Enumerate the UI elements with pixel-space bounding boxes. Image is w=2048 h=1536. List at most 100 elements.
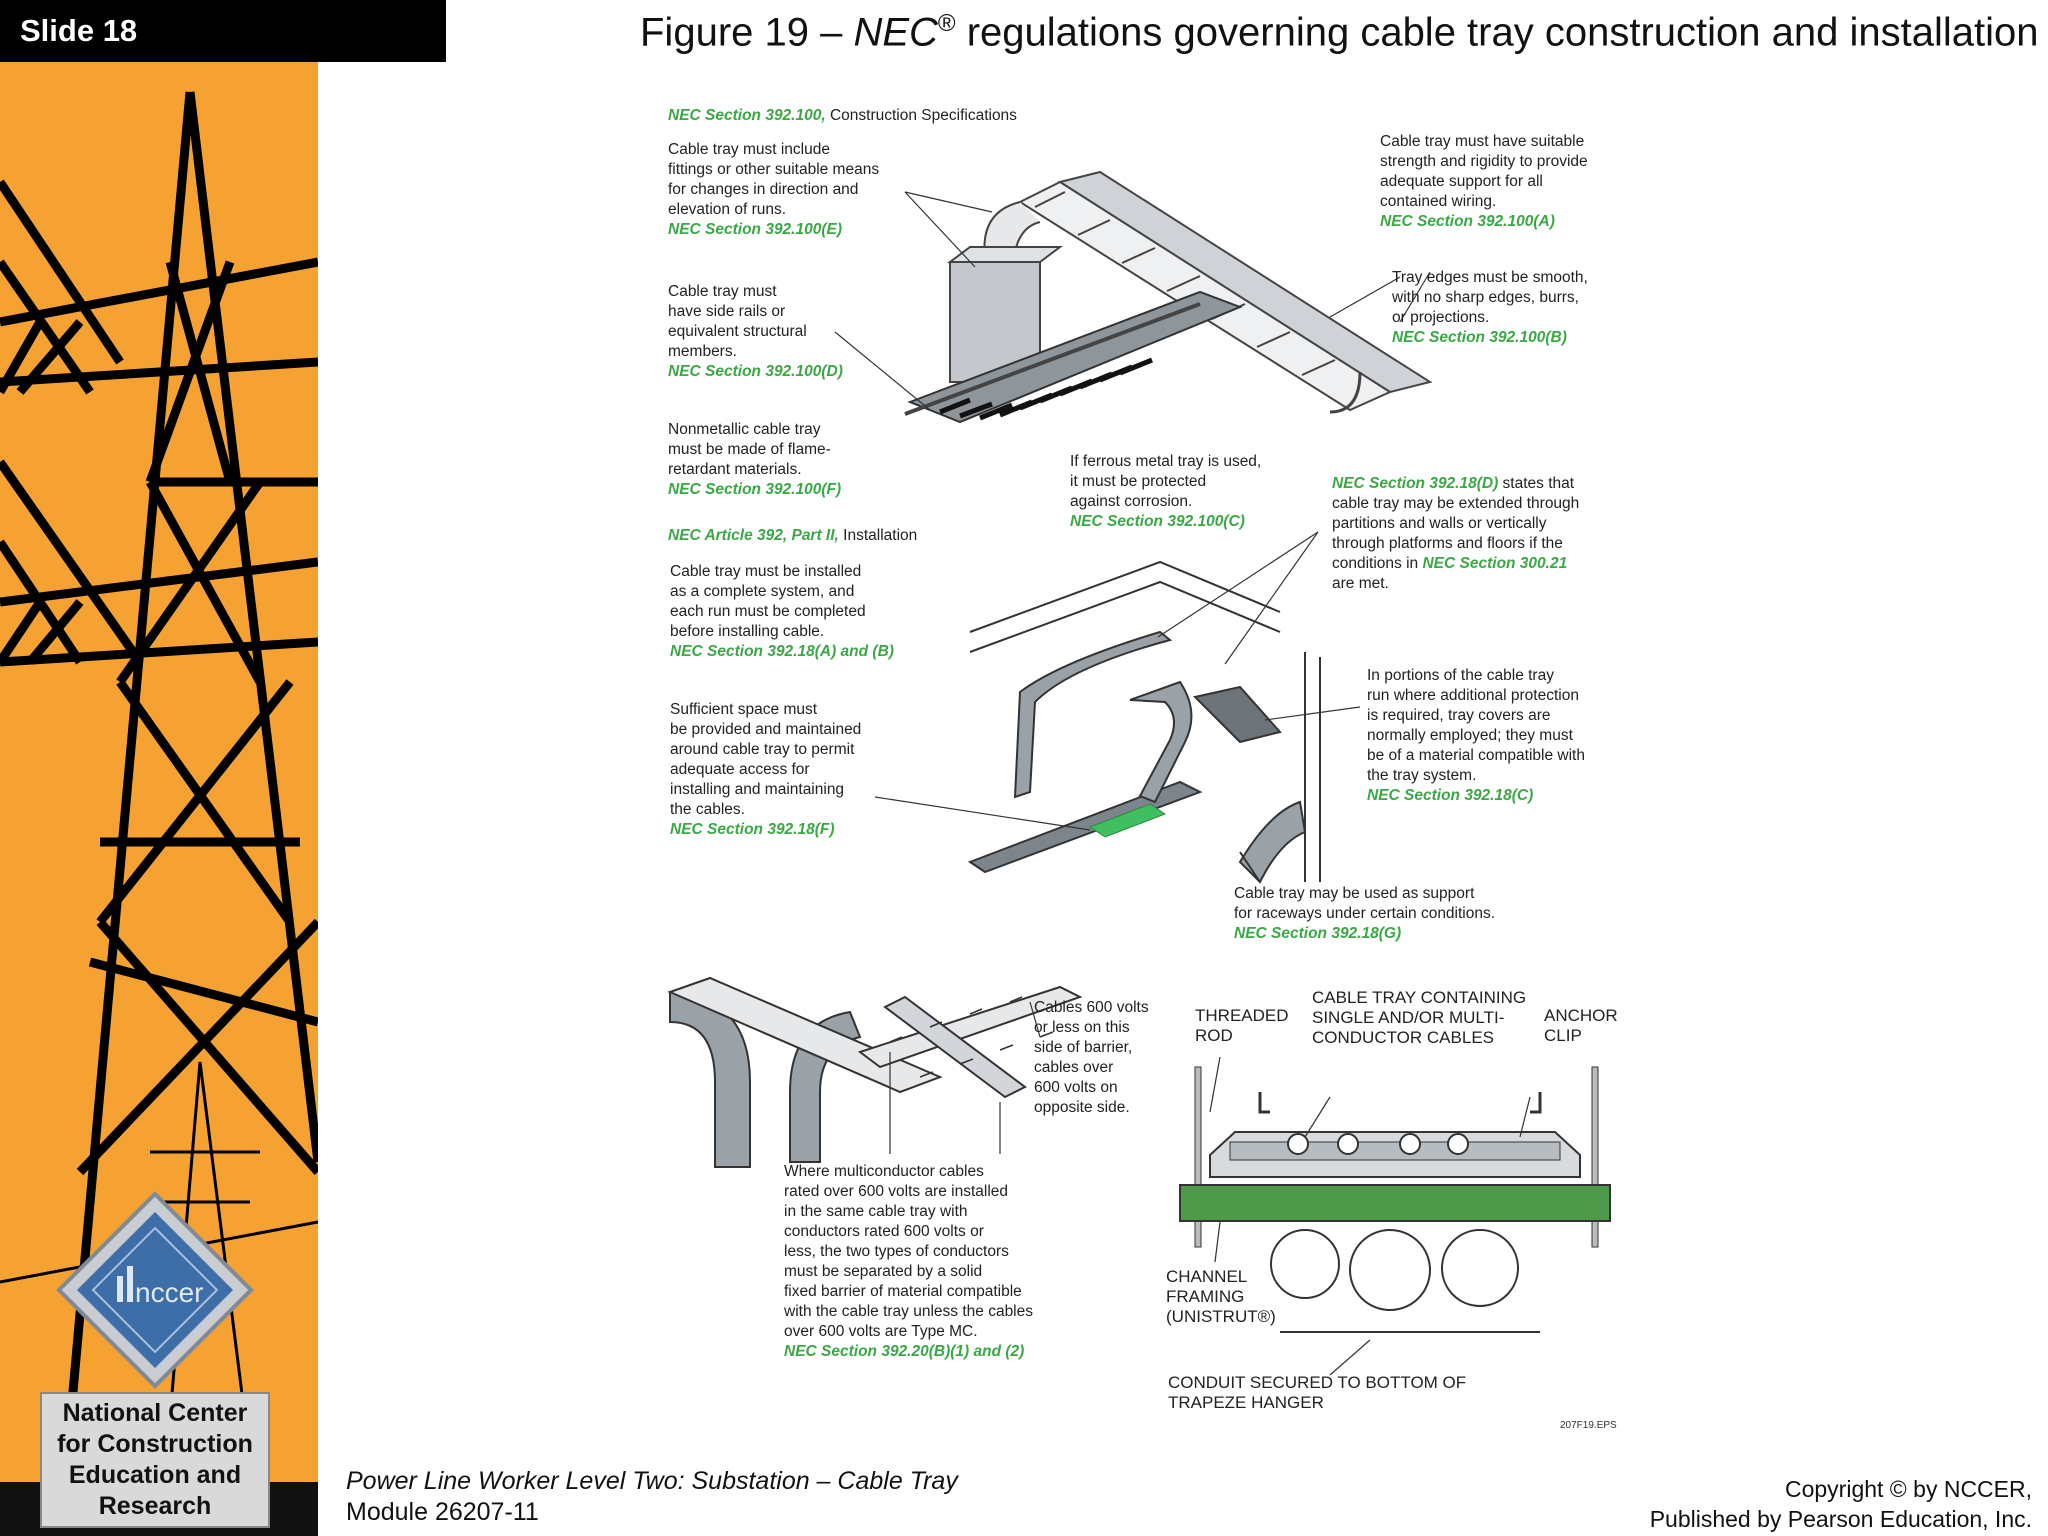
svg-text:is required, tray covers are: is required, tray covers are (1367, 707, 1551, 724)
svg-text:NEC Section 392.20(B)(1) and (: NEC Section 392.20(B)(1) and (2) (784, 1343, 1024, 1360)
svg-text:Cable tray may be used as supp: Cable tray may be used as support (1234, 885, 1475, 902)
svg-text:CABLE TRAY CONTAINING: CABLE TRAY CONTAINING (1312, 988, 1526, 1007)
svg-text:must be separated by a solid: must be separated by a solid (784, 1263, 982, 1280)
note-fittings: Cable tray must include fittings or othe… (668, 141, 879, 238)
footer-copyright: Copyright © by NCCER, Published by Pears… (1650, 1474, 2032, 1534)
svg-text:over 600 volts are Type MC.: over 600 volts are Type MC. (784, 1323, 978, 1340)
label-threaded-rod: THREADED ROD (1195, 1006, 1289, 1045)
svg-text:through platforms and floors i: through platforms and floors if the (1332, 535, 1563, 552)
slide-number: Slide 18 (0, 0, 446, 62)
section-construction: NEC Section 392.100, Construction Specif… (668, 107, 1017, 124)
barrier-tray-illustration (667, 976, 1083, 1168)
svg-text:the cables.: the cables. (670, 801, 745, 818)
nccer-logo-text: nccer (135, 1277, 203, 1308)
svg-text:adequate support for all: adequate support for all (1380, 173, 1543, 190)
label-channel-framing: CHANNEL FRAMING (UNISTRUT®) (1166, 1267, 1276, 1326)
svg-text:with the cable tray unless the: with the cable tray unless the cables (783, 1303, 1033, 1320)
svg-text:or projections.: or projections. (1392, 309, 1489, 326)
svg-text:NEC Section 392.100(D): NEC Section 392.100(D) (668, 363, 843, 380)
svg-text:If ferrous metal tray is used,: If ferrous metal tray is used, (1070, 453, 1261, 470)
svg-text:partitions and walls or vertic: partitions and walls or vertically (1332, 515, 1547, 532)
svg-text:NEC Section 392.100(A): NEC Section 392.100(A) (1380, 213, 1555, 230)
note-raceway: Cable tray may be used as support for ra… (1234, 885, 1495, 942)
svg-text:NEC Section 392.18(F): NEC Section 392.18(F) (670, 821, 835, 838)
svg-text:conditions in NEC Section 300.: conditions in NEC Section 300.21 (1332, 555, 1567, 572)
svg-text:fixed barrier of material comp: fixed barrier of material compatible (784, 1283, 1022, 1300)
svg-text:rated over 600 volts are insta: rated over 600 volts are installed (784, 1183, 1008, 1200)
note-ferrous: If ferrous metal tray is used, it must b… (1070, 453, 1261, 530)
label-anchor-clip: ANCHOR CLIP (1544, 1006, 1618, 1045)
svg-text:NEC Section 392.18(G): NEC Section 392.18(G) (1234, 925, 1401, 942)
svg-text:elevation of runs.: elevation of runs. (668, 201, 786, 218)
note-space: Sufficient space must be provided and ma… (670, 701, 861, 838)
svg-text:Cable tray must have suitable: Cable tray must have suitable (1380, 133, 1584, 150)
svg-text:In portions of the cable tray: In portions of the cable tray (1367, 667, 1554, 684)
svg-text:side of barrier,: side of barrier, (1034, 1039, 1132, 1056)
footer-module: Module 26207-11 (346, 1498, 539, 1526)
svg-text:equivalent structural: equivalent structural (668, 323, 807, 340)
footer-course: Power Line Worker Level Two: Substation … (346, 1467, 958, 1495)
svg-text:adequate access for: adequate access for (670, 761, 810, 778)
svg-text:as a complete system, and: as a complete system, and (670, 583, 854, 600)
svg-text:Cable tray must include: Cable tray must include (668, 141, 830, 158)
svg-text:TRAPEZE HANGER: TRAPEZE HANGER (1168, 1393, 1324, 1412)
figure-nec-cable-tray: NEC Section 392.100, Construction Specif… (667, 107, 1618, 1431)
svg-text:Nonmetallic cable tray: Nonmetallic cable tray (668, 421, 821, 438)
svg-text:CLIP: CLIP (1544, 1026, 1582, 1045)
svg-text:Cables 600 volts: Cables 600 volts (1034, 999, 1149, 1016)
svg-text:Tray edges must be smooth,: Tray edges must be smooth, (1392, 269, 1588, 286)
slide-title: Figure 19 – NEC® regulations governing c… (640, 10, 2040, 55)
title-prefix: Figure 19 – (640, 10, 854, 55)
footer-course-info: Power Line Worker Level Two: Substation … (346, 1466, 958, 1528)
label-conduit: CONDUIT SECURED TO BOTTOM OF TRAPEZE HAN… (1168, 1373, 1466, 1412)
svg-text:THREADED: THREADED (1195, 1006, 1289, 1025)
sidebar: nccer National Center for Construction E… (0, 0, 318, 1536)
svg-text:be of a material compatible wi: be of a material compatible with (1367, 747, 1585, 764)
svg-text:before installing cable.: before installing cable. (670, 623, 824, 640)
svg-text:Where multiconductor cables: Where multiconductor cables (784, 1163, 984, 1180)
svg-text:opposite side.: opposite side. (1034, 1099, 1130, 1116)
svg-text:be provided and maintained: be provided and maintained (670, 721, 861, 738)
title-registered-mark: ® (937, 10, 956, 37)
svg-text:installing and maintaining: installing and maintaining (670, 781, 844, 798)
svg-text:Sufficient space must: Sufficient space must (670, 701, 818, 718)
note-strength: Cable tray must have suitable strength a… (1380, 133, 1588, 230)
tray-construction-illustration (834, 170, 1433, 424)
figure-file-code: 207F19.EPS (1560, 1420, 1617, 1431)
svg-text:fittings or other suitable mea: fittings or other suitable means (668, 161, 879, 178)
note-barrier-volts: Cables 600 volts or less on this side of… (1034, 999, 1149, 1116)
svg-text:NEC Section 392.100(B): NEC Section 392.100(B) (1392, 329, 1567, 346)
svg-text:are met.: are met. (1332, 575, 1389, 592)
svg-text:Cable tray must be installed: Cable tray must be installed (670, 563, 861, 580)
svg-text:(UNISTRUT®): (UNISTRUT®) (1166, 1307, 1276, 1326)
org-line: Research (98, 1492, 212, 1520)
svg-text:in the same cable tray with: in the same cable tray with (784, 1203, 968, 1220)
svg-text:normally employed; they must: normally employed; they must (1367, 727, 1574, 744)
title-nec: NEC (853, 10, 938, 55)
svg-text:with no sharp edges, burrs,: with no sharp edges, burrs, (1391, 289, 1579, 306)
svg-text:NEC Section 392.100(C): NEC Section 392.100(C) (1070, 513, 1245, 530)
svg-text:contained wiring.: contained wiring. (1380, 193, 1496, 210)
svg-text:600 volts on: 600 volts on (1034, 1079, 1118, 1096)
svg-text:CONDUIT SECURED TO BOTTOM OF: CONDUIT SECURED TO BOTTOM OF (1168, 1373, 1466, 1392)
svg-text:members.: members. (668, 343, 737, 360)
svg-text:cables over: cables over (1034, 1059, 1113, 1076)
svg-text:Cable tray must: Cable tray must (668, 283, 777, 300)
org-line: National Center (62, 1399, 248, 1427)
org-line: Education and (68, 1461, 242, 1489)
copyright-line: Copyright © by NCCER, (1784, 1476, 2032, 1502)
svg-text:have side rails or: have side rails or (668, 303, 785, 320)
svg-text:strength and rigidity to provi: strength and rigidity to provide (1380, 153, 1588, 170)
svg-text:CONDUCTOR CABLES: CONDUCTOR CABLES (1312, 1028, 1494, 1047)
svg-text:CHANNEL: CHANNEL (1166, 1267, 1247, 1286)
svg-text:run where additional protectio: run where additional protection (1367, 687, 1579, 704)
svg-text:SINGLE AND/OR MULTI-: SINGLE AND/OR MULTI- (1312, 1008, 1504, 1027)
svg-text:for raceways under certain con: for raceways under certain conditions. (1234, 905, 1495, 922)
note-nonmetallic: Nonmetallic cable tray must be made of f… (668, 421, 841, 498)
svg-text:NEC Section 392.18(A) and (B): NEC Section 392.18(A) and (B) (670, 643, 894, 660)
publisher-line: Published by Pearson Education, Inc. (1649, 1506, 2032, 1532)
svg-text:conductors rated 600 volts or: conductors rated 600 volts or (784, 1223, 984, 1240)
svg-text:retardant materials.: retardant materials. (668, 461, 802, 478)
title-rest: regulations governing cable tray constru… (955, 10, 2039, 55)
svg-text:around cable tray to permit: around cable tray to permit (670, 741, 855, 758)
